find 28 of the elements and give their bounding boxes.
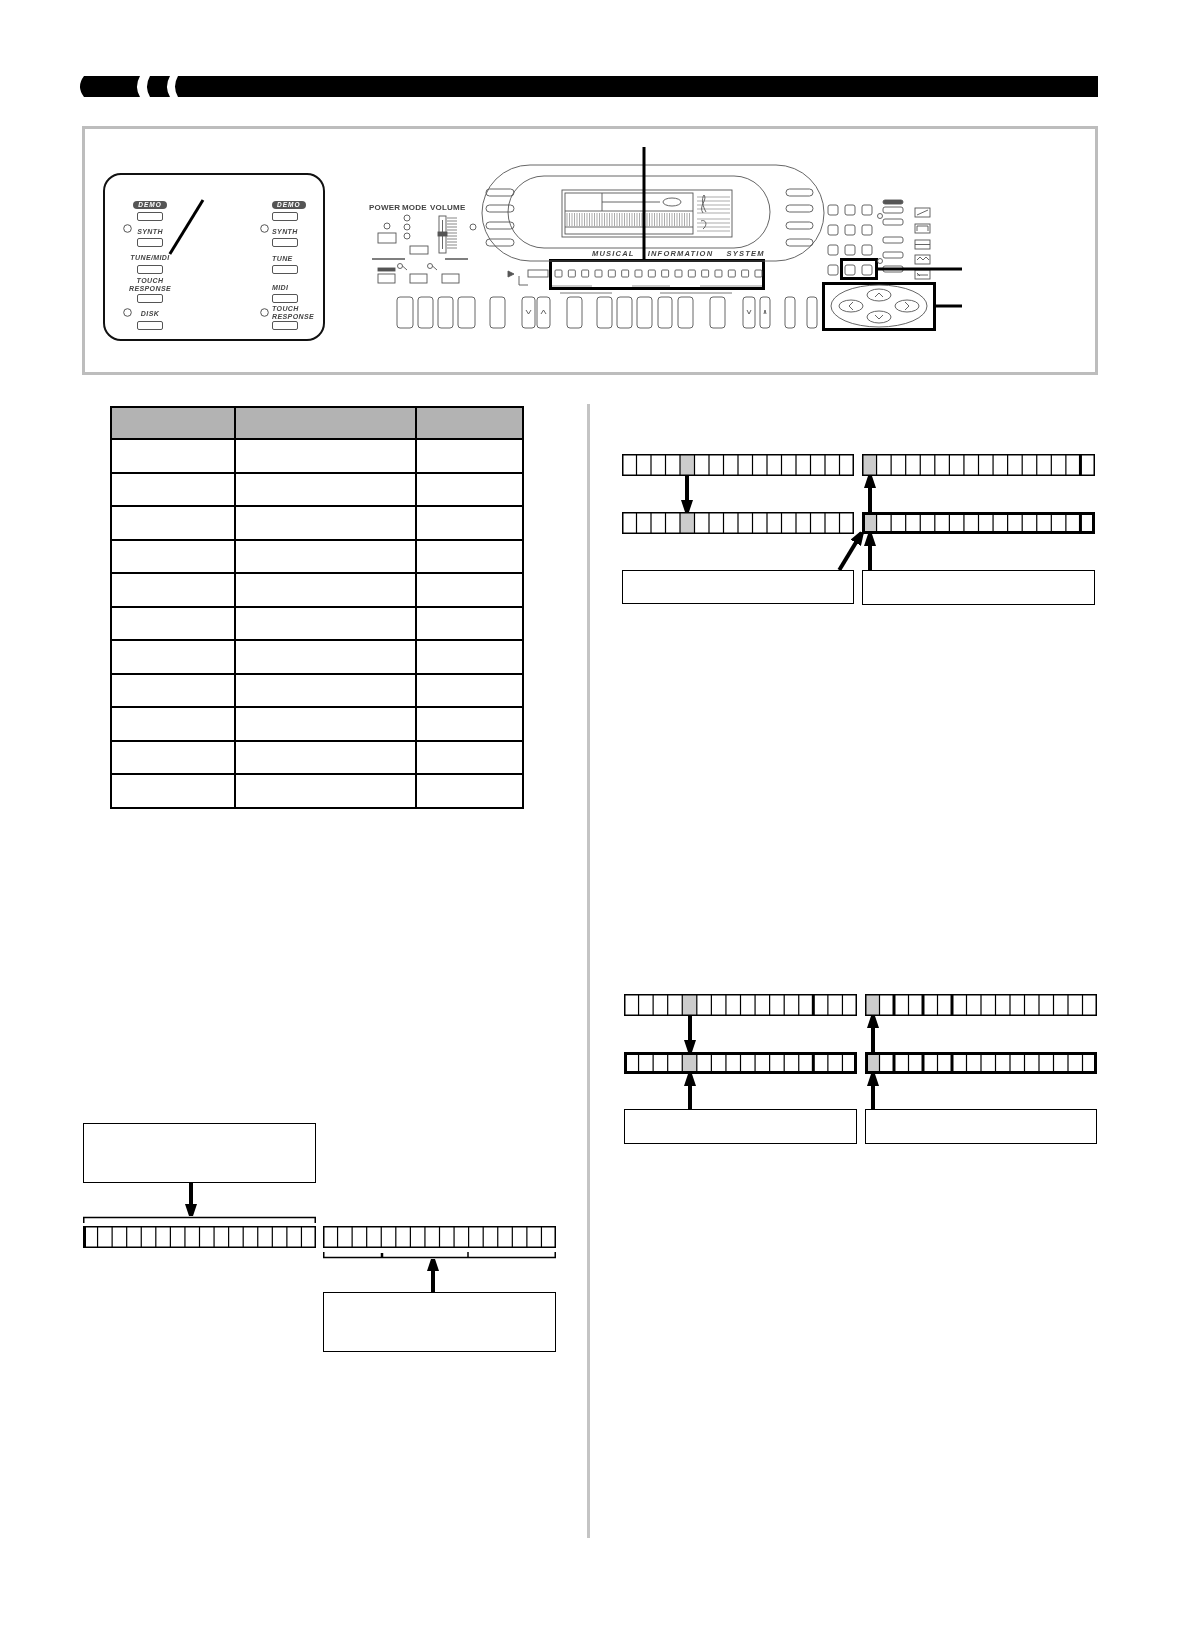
- leader-line: [878, 267, 962, 271]
- keyboard-panel-frame: [82, 126, 1098, 375]
- character-cell-strip: [865, 1052, 1097, 1074]
- character-cell-strip: [622, 454, 854, 476]
- inset-panel: [103, 173, 325, 341]
- panel-label: VOLUME: [430, 203, 466, 212]
- character-cell-strip: [862, 454, 1095, 476]
- empty-text-box: [83, 1123, 316, 1183]
- empty-text-box: [624, 1109, 857, 1144]
- character-cell-strip: [83, 1216, 316, 1249]
- panel-label: POWER: [369, 203, 401, 212]
- empty-text-box: [862, 570, 1095, 605]
- character-cell-strip: [865, 994, 1097, 1016]
- character-cell-strip: [862, 512, 1095, 534]
- empty-text-box: [865, 1109, 1097, 1144]
- character-cell-strip: [624, 994, 857, 1016]
- character-cell-strip: [624, 1052, 857, 1074]
- empty-text-box: [323, 1292, 556, 1352]
- panel-label: MODE: [402, 203, 427, 212]
- highlight-frame: [822, 282, 936, 331]
- character-cell-strip: [622, 512, 854, 534]
- leader-line: [168, 199, 205, 255]
- leader-line: [936, 304, 962, 308]
- empty-text-box: [622, 570, 854, 604]
- highlight-frame: [549, 259, 765, 290]
- leader-line: [642, 147, 646, 259]
- character-cell-strip: [323, 1226, 556, 1259]
- highlight-frame: [840, 258, 878, 280]
